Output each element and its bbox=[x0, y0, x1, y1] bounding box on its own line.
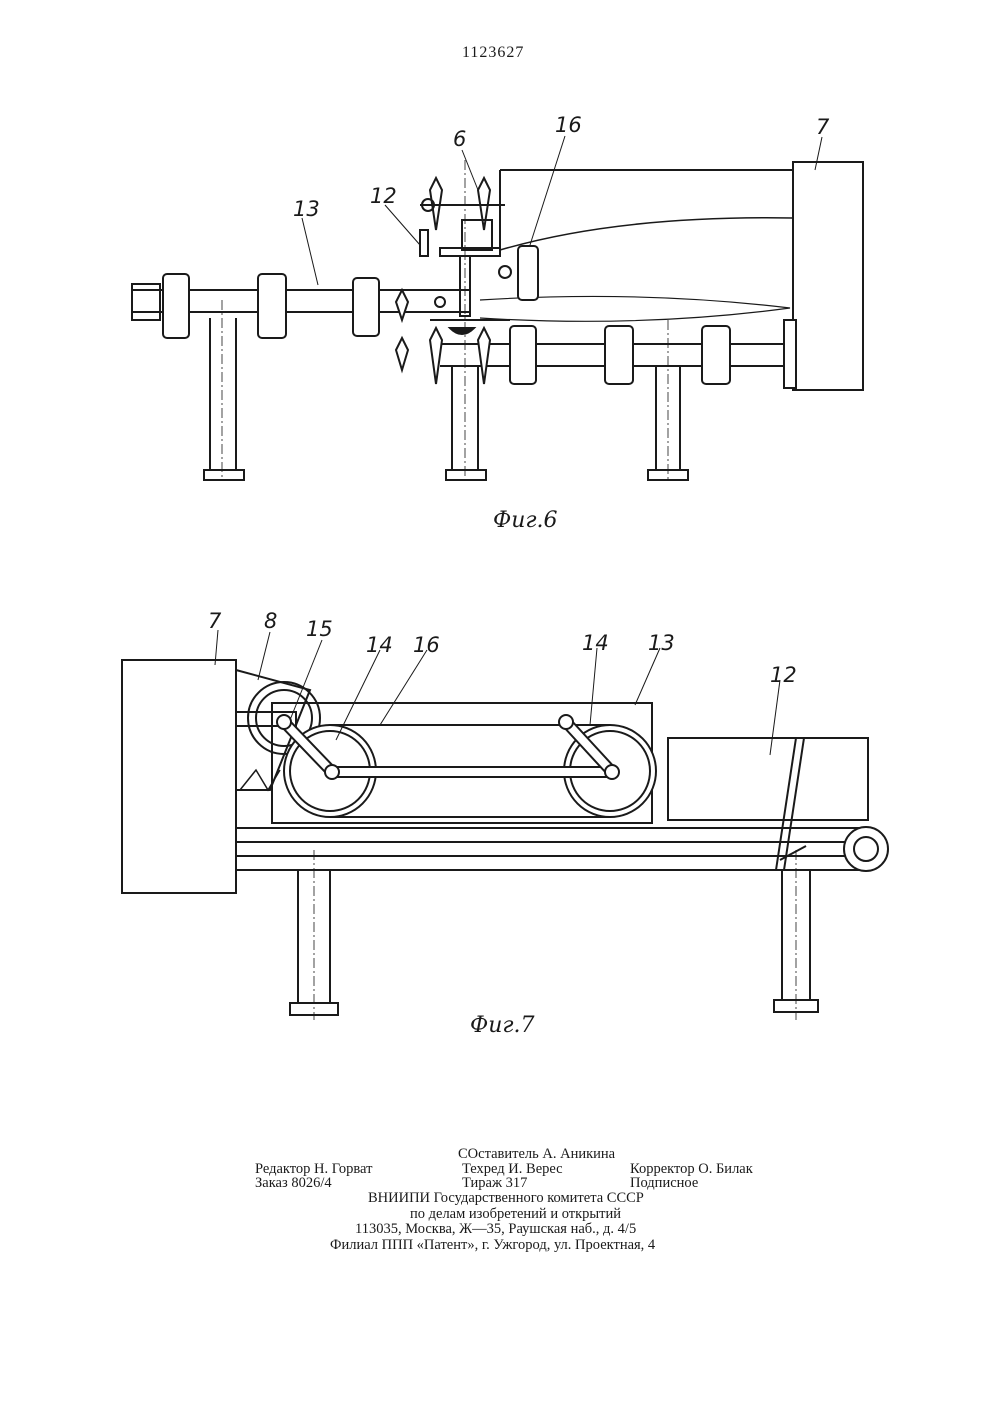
imprint-address: 113035, Москва, Ж—35, Раушская наб., д. … bbox=[355, 1221, 636, 1237]
figure-7-drawing: 7 8 15 14 16 14 13 12 bbox=[122, 609, 888, 1020]
fig7-label-12: 12 bbox=[770, 663, 797, 687]
fig6-label-13: 13 bbox=[293, 197, 320, 221]
imprint-subscription: Подписное bbox=[630, 1175, 698, 1191]
fig7-label-14a: 14 bbox=[366, 633, 393, 657]
fig6-label-16: 16 bbox=[555, 113, 582, 137]
fig7-label-13: 13 bbox=[648, 631, 675, 655]
fig7-label-14b: 14 bbox=[582, 631, 609, 655]
imprint-compiler: СОставитель А. Аникина bbox=[458, 1146, 615, 1162]
figure-6-caption: Фиг.6 bbox=[493, 508, 558, 533]
fig7-label-16: 16 bbox=[413, 633, 440, 657]
imprint-branch: Филиал ППП «Патент», г. Ужгород, ул. Про… bbox=[330, 1237, 655, 1253]
fig6-label-6: 6 bbox=[453, 127, 466, 151]
figure-6-drawing: 6 16 7 12 13 bbox=[132, 113, 863, 480]
fig7-label-7: 7 bbox=[208, 609, 222, 633]
fig6-label-12: 12 bbox=[370, 184, 397, 208]
figure-7-caption: Фиг.7 bbox=[470, 1013, 535, 1038]
imprint-org-line2: по делам изобретений и открытий bbox=[410, 1206, 621, 1222]
imprint-org-line1: ВНИИПИ Государственного комитета СССР bbox=[368, 1190, 644, 1206]
fig7-label-15: 15 bbox=[306, 617, 333, 641]
imprint-order: Заказ 8026/4 bbox=[255, 1175, 332, 1191]
fig6-label-7: 7 bbox=[816, 115, 830, 139]
imprint-circulation: Тираж 317 bbox=[462, 1175, 527, 1191]
fig7-label-8: 8 bbox=[264, 609, 277, 633]
